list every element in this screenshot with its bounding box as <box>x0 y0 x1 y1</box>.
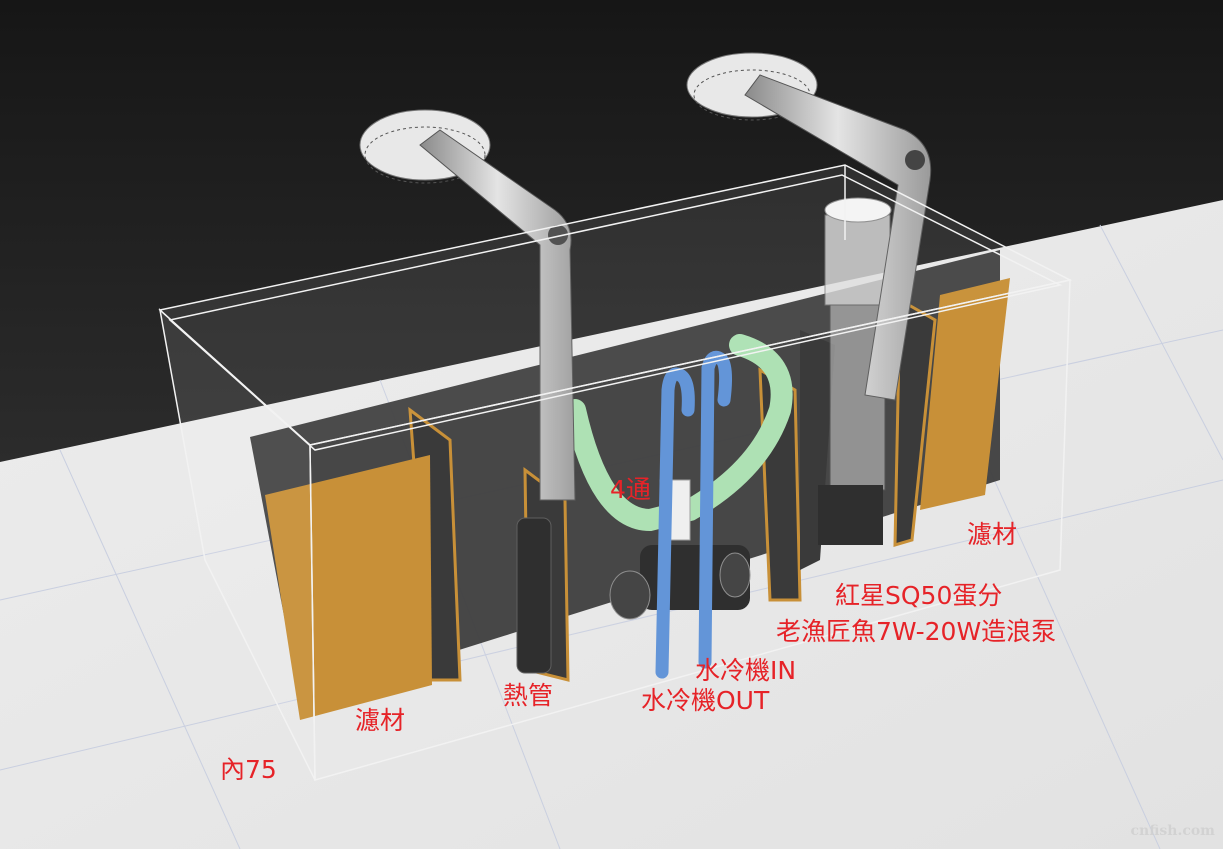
filter-media-left-block <box>265 455 432 720</box>
watermark: cnfish.com <box>1130 823 1216 839</box>
light-right <box>686 52 932 401</box>
glass-tank <box>158 164 1073 781</box>
chiller-out-hose <box>655 367 695 679</box>
protein-skimmer <box>818 197 892 545</box>
label-heater: 熱管 <box>503 681 554 710</box>
label-chiller-in: 水冷機IN <box>695 656 797 685</box>
green-hose-four-way <box>564 334 793 532</box>
filter-media-right-block <box>920 278 1010 510</box>
label-wave-pump: 老漁匠魚7W-20W造浪泵 <box>776 617 1057 646</box>
label-chiller-out: 水冷機OUT <box>641 686 770 715</box>
label-four-way: 4通 <box>610 475 651 504</box>
label-filter-media-left: 濾材 <box>355 706 406 735</box>
label-filter-media-right: 濾材 <box>967 520 1018 549</box>
label-inner-size: 內75 <box>220 755 277 784</box>
label-skimmer: 紅星SQ50蛋分 <box>835 581 1003 610</box>
light-left <box>359 109 576 501</box>
heater-tube <box>516 517 552 674</box>
